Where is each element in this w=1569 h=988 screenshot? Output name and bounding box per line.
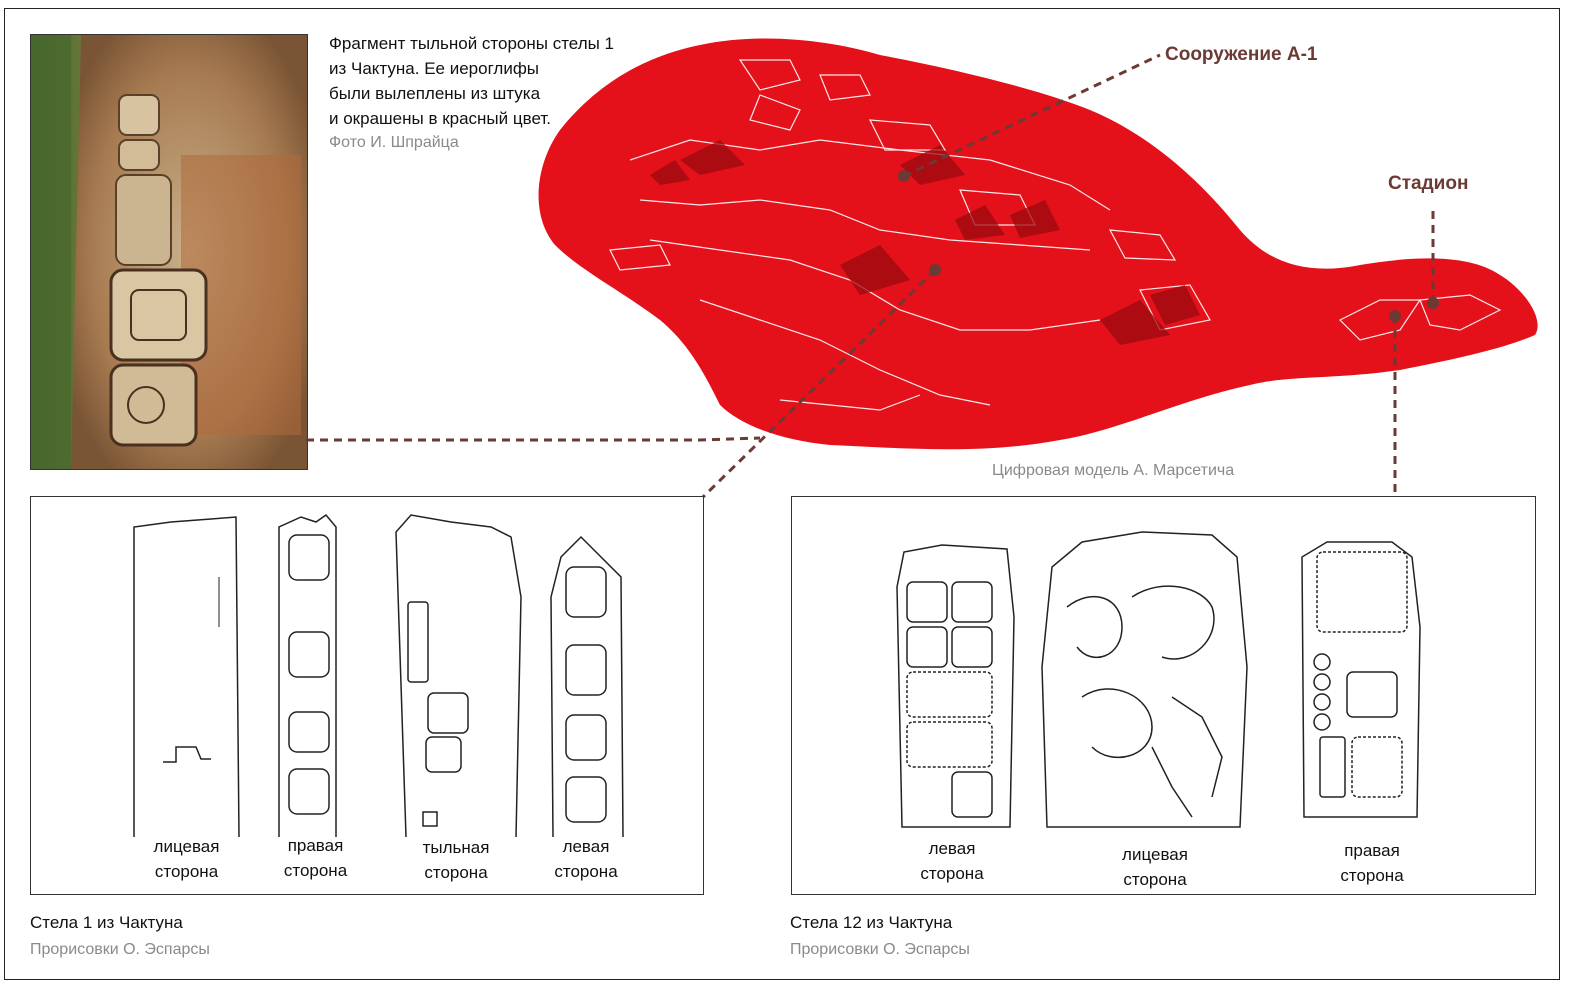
side-label-line: сторона (554, 862, 618, 881)
stela1-left-outline (550, 535, 624, 838)
label-stadium: Стадион (1388, 173, 1469, 194)
map-building-outlines (609, 59, 1502, 411)
map-leader-dots (898, 170, 1439, 322)
stela1-side-label: правая сторона (263, 833, 368, 883)
stela1-credit: Прорисовки О. Эспарсы (30, 941, 210, 958)
side-label-line: правая (287, 836, 344, 855)
stela12-title: Стела 12 из Чактуна (790, 913, 953, 932)
photo-caption: Фрагмент тыльной стороны стелы 1 из Чакт… (329, 31, 659, 131)
stela12-panel: левая сторона лицевая сторона правая сто… (791, 496, 1536, 895)
stela12-side-label: левая сторона (902, 836, 1002, 886)
side-label-line: сторона (424, 863, 488, 882)
model-credit: Цифровая модель А. Марсетича (992, 462, 1235, 479)
side-label-line: сторона (1340, 866, 1404, 885)
side-label-line: правая (1344, 841, 1400, 860)
side-label-line: сторона (920, 864, 984, 883)
photo-caption-line: и окрашены в красный цвет. (329, 109, 551, 128)
stela12-side-label: правая сторона (1322, 838, 1422, 888)
stela1-drawings (133, 513, 624, 838)
stela1-title: Стела 1 из Чактуна (30, 913, 183, 932)
figure-frame (4, 8, 1560, 980)
stela1-side-label: тыльная сторона (401, 835, 511, 885)
photo-caption-line: из Чактуна. Ее иероглифы (329, 59, 540, 78)
stela12-face-outline (1041, 531, 1248, 828)
map-leader-lines (306, 53, 1435, 499)
site-map-shape (538, 38, 1538, 450)
side-label-line: лицевая (1122, 845, 1188, 864)
photo-caption-line: Фрагмент тыльной стороны стелы 1 (329, 34, 615, 53)
stela12-drawings (896, 531, 1421, 828)
stela12-credit: Прорисовки О. Эспарсы (790, 941, 970, 958)
photo-credit: Фото И. Шпрайца (329, 134, 459, 151)
stela12-left-outline (896, 544, 1015, 828)
side-label-line: левая (928, 839, 976, 858)
stela1-side-label: левая сторона (536, 834, 636, 884)
side-label-line: сторона (154, 862, 219, 881)
stela1-side-label: лицевая сторона (134, 834, 239, 884)
label-structure-a1: Сооружение А-1 (1165, 44, 1318, 65)
side-label-line: лицевая (153, 837, 220, 856)
stela1-back-outline (395, 514, 522, 838)
stela12-side-label: лицевая сторона (1105, 842, 1205, 892)
side-label-line: сторона (1123, 870, 1187, 889)
side-label-line: сторона (283, 861, 348, 880)
stela1-face-outline (133, 516, 240, 838)
map-pyramid-shading (650, 140, 1200, 345)
stela-photo (30, 34, 308, 470)
stela1-face-glyph (163, 746, 211, 763)
stela12-right-outline (1301, 541, 1421, 818)
stela1-panel: лицевая сторона правая сторона тыльная с… (30, 496, 704, 895)
stela1-right-outline (278, 513, 337, 837)
side-label-line: тыльная (422, 838, 490, 857)
photo-caption-line: были вылеплены из штука (329, 84, 541, 103)
side-label-line: левая (562, 837, 610, 856)
